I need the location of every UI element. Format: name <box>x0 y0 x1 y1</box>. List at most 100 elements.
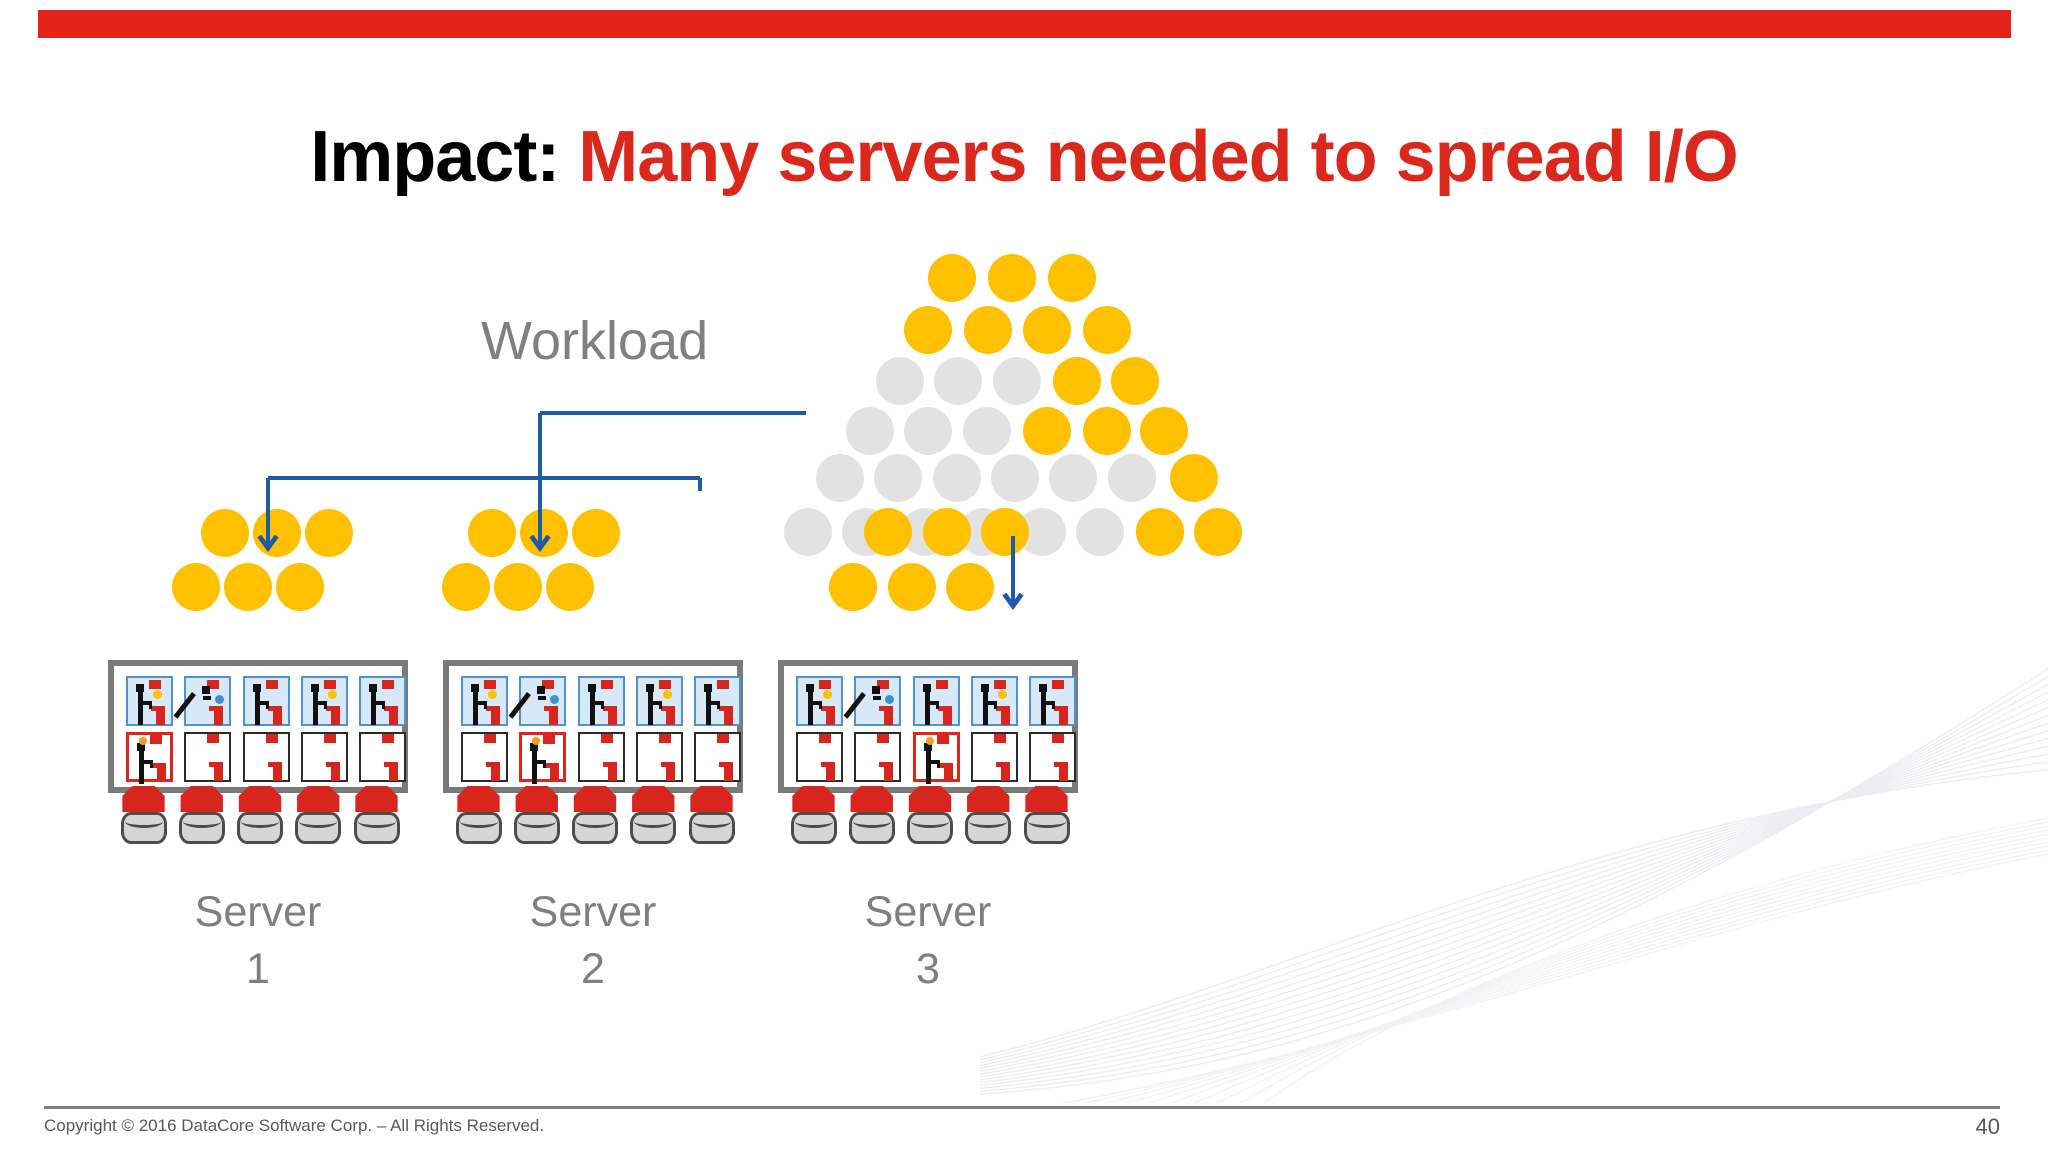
workload-io-circle-idle <box>904 407 952 455</box>
workload-io-circle-active <box>1140 407 1188 455</box>
slot-red-port <box>156 709 165 725</box>
workload-io-circle-active <box>988 254 1036 302</box>
slot-red-port-cap <box>545 763 560 768</box>
person-icon-head <box>922 684 931 692</box>
title-prefix: Impact: <box>310 117 579 197</box>
person-icon-arm <box>144 760 153 764</box>
person-icon-body <box>808 691 813 725</box>
workload-io-circle-active <box>888 563 936 611</box>
person-icon-head <box>704 684 712 692</box>
person-icon-head <box>645 684 654 692</box>
workload-io-circle-idle <box>933 454 981 502</box>
person-icon-body <box>139 750 144 784</box>
slot-red-port <box>214 765 224 781</box>
person-icon-hand <box>936 762 940 768</box>
workload-io-circle-idle <box>991 454 1039 502</box>
workload-io-circle-active <box>442 563 490 611</box>
slot-red-port <box>272 765 282 781</box>
server-label-name: Server <box>529 888 657 936</box>
disk-cylinder-icon <box>295 812 342 844</box>
slot-yellow-indicator <box>662 690 672 699</box>
person-icon-head <box>923 743 932 751</box>
slot-red-port <box>1059 765 1068 781</box>
person-icon-hand <box>323 703 327 709</box>
slot-red-lamp <box>484 680 496 689</box>
copyright-text: Copyright © 2016 DataCore Software Corp.… <box>44 1116 545 1135</box>
person-icon-body <box>589 691 595 725</box>
slot-blue-ball <box>215 695 225 704</box>
rack-slot-busy <box>970 676 1018 726</box>
slot-red-port <box>157 766 166 782</box>
person-icon-head <box>136 684 144 692</box>
page-title: Impact: Many servers needed to spread I/… <box>0 116 2048 198</box>
rack-to-disk-connector <box>122 786 165 812</box>
rack-slot-busy <box>300 676 348 726</box>
workload-io-circle-idle <box>816 454 864 502</box>
person-icon-body <box>647 691 653 725</box>
slot-red-port <box>607 765 617 781</box>
server-label-number: 1 <box>246 945 270 994</box>
rack-slot-empty <box>694 732 741 782</box>
rack-slot-busy <box>694 676 741 726</box>
workload-io-circle-active <box>172 563 220 611</box>
slot-red-port <box>826 765 835 781</box>
workload-io-circle-idle <box>846 407 894 455</box>
slot-red-port-cap <box>384 762 398 767</box>
slot-red-lamp <box>484 734 496 743</box>
slot-red-port-cap <box>152 763 166 768</box>
slot-red-lamp <box>323 734 336 743</box>
disk-cylinder-icon <box>848 812 895 844</box>
workload-io-circle-idle <box>876 357 924 405</box>
person-icon-body <box>254 691 260 725</box>
workload-io-circle-idle <box>1049 454 1097 502</box>
workload-io-circle-active <box>305 509 353 557</box>
slot-red-lamp <box>542 680 555 689</box>
person-icon-arm <box>538 696 547 700</box>
slot-red-port <box>330 709 340 725</box>
rack-to-disk-connector <box>850 786 893 812</box>
person-icon-head <box>252 684 261 692</box>
slot-red-port <box>607 709 617 725</box>
slot-blue-ball <box>550 695 560 704</box>
slot-red-lamp <box>877 734 890 743</box>
workload-io-circle-idle <box>874 454 922 502</box>
slot-red-lamp <box>658 734 671 743</box>
slot-orange-indicator <box>139 737 147 745</box>
slot-red-lamp <box>717 734 729 743</box>
person-icon-head <box>587 684 596 692</box>
slot-orange-indicator <box>925 737 934 745</box>
person-icon-head <box>202 686 211 694</box>
rack-to-disk-connector <box>690 786 733 812</box>
rack-slot-active-idle <box>519 732 567 784</box>
person-icon-hand <box>1052 703 1055 709</box>
rack-slot-empty <box>970 732 1018 782</box>
rack-slot-empty <box>635 732 683 782</box>
rack-slot-busy <box>796 676 843 726</box>
person-icon-body <box>925 750 931 784</box>
slot-red-port-cap <box>267 706 282 711</box>
disk-cylinder-icon <box>178 812 225 844</box>
person-icon-arm <box>317 701 327 705</box>
slot-red-port <box>1000 709 1010 725</box>
rack-slot-empty <box>854 732 902 782</box>
slot-red-lamp <box>207 680 220 689</box>
slot-red-port-cap <box>821 706 835 711</box>
slot-orange-indicator <box>532 737 541 745</box>
workload-io-circle-active <box>1023 306 1071 354</box>
slot-red-port <box>214 709 224 725</box>
slot-red-port <box>549 709 559 725</box>
person-icon-body <box>924 691 930 725</box>
person-icon-body <box>532 750 538 784</box>
person-icon-hand <box>150 762 153 768</box>
slot-red-port-cap <box>995 762 1010 767</box>
slot-red-port <box>1000 765 1010 781</box>
person-icon-head <box>310 684 319 692</box>
rack-to-disk-connector <box>1025 786 1068 812</box>
slot-red-port <box>665 709 675 725</box>
disk-cylinder-icon <box>965 812 1012 844</box>
slot-red-port-cap <box>602 762 617 767</box>
